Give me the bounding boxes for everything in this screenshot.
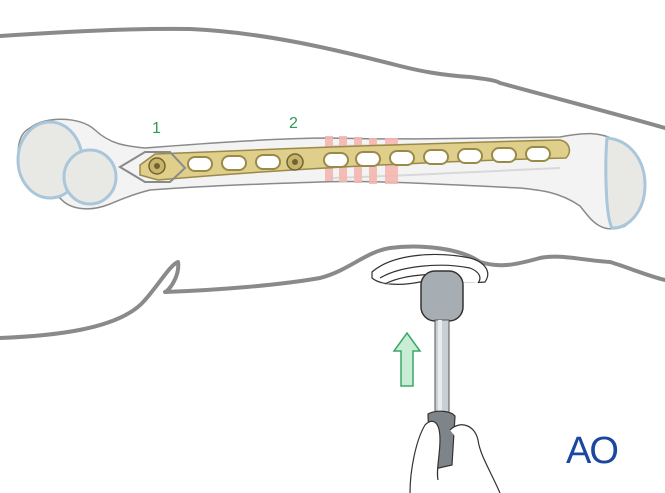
thigh-upper-outline bbox=[0, 26, 665, 130]
ao-logo: AO bbox=[566, 430, 619, 472]
insertion-sleeve bbox=[118, 151, 187, 183]
bone-plate bbox=[118, 139, 571, 183]
plate-hole bbox=[323, 152, 349, 168]
hand bbox=[409, 420, 501, 493]
plate-hole bbox=[255, 154, 281, 170]
screw-2 bbox=[286, 153, 304, 171]
thigh-lower-outline bbox=[0, 244, 665, 340]
plate-hole bbox=[423, 149, 449, 165]
plate-hole bbox=[355, 151, 381, 167]
label-2: 2 bbox=[289, 115, 298, 132]
plate-hole bbox=[525, 146, 551, 162]
greater-trochanter bbox=[62, 148, 118, 206]
plate-hole bbox=[491, 147, 517, 163]
label-1: 1 bbox=[152, 120, 161, 137]
plate-hole bbox=[187, 156, 213, 172]
distal-condyle bbox=[604, 136, 647, 230]
plate-hole bbox=[389, 150, 415, 166]
push-up-arrow-icon bbox=[392, 331, 422, 387]
screw-1 bbox=[148, 157, 166, 175]
plate-hole bbox=[457, 148, 483, 164]
plate-hole bbox=[221, 155, 247, 171]
